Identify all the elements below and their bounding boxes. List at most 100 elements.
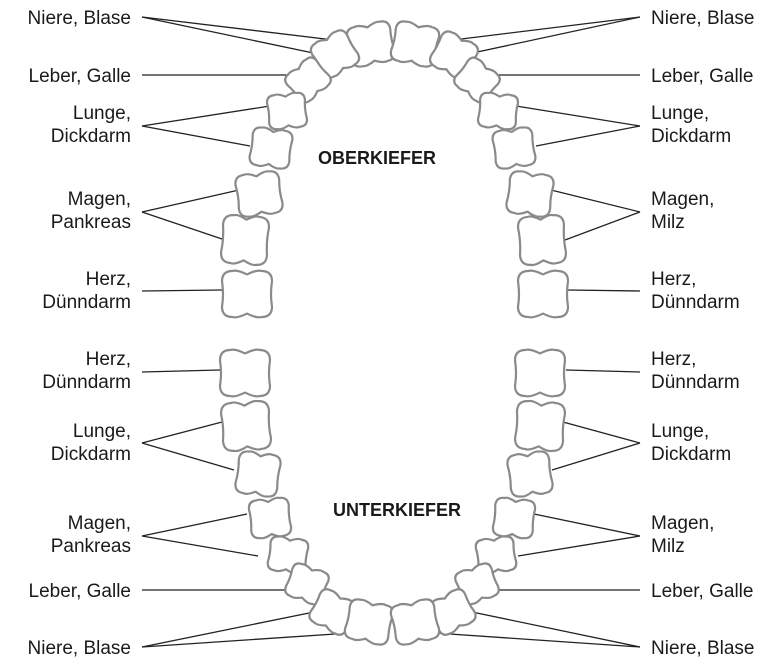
right-connector-4-1: [550, 189, 641, 213]
left-label-8: Magen,Pankreas: [51, 513, 131, 557]
upper-right-tooth-6: [505, 170, 555, 218]
left-label-3-line-1: Lunge,: [73, 103, 131, 124]
left-connector-7-2: [141, 442, 235, 471]
connector-lines: [141, 16, 641, 648]
left-label-5: Herz,Dünndarm: [42, 269, 131, 313]
right-label-3: Lunge,Dickdarm: [651, 103, 731, 147]
upper-right-tooth-8: [516, 269, 570, 319]
left-connector-3-1: [141, 105, 271, 127]
lower-right-tooth-3: [506, 450, 554, 498]
left-connector-4-1: [141, 189, 240, 213]
right-connector-6-1: [565, 369, 641, 373]
upper-jaw-title: OBERKIEFER: [318, 148, 436, 168]
right-connector-3-2: [535, 125, 641, 147]
lower-right-tooth-8: [389, 598, 441, 646]
left-label-8-line-1: Magen,: [68, 513, 131, 534]
lower-left-tooth-1: [218, 348, 272, 398]
left-label-2-line-1: Leber, Galle: [29, 66, 131, 87]
left-label-3-line-2: Dickdarm: [51, 126, 131, 147]
right-label-5: Herz,Dünndarm: [651, 269, 740, 313]
right-label-9: Leber, Galle: [651, 581, 753, 602]
teeth: [218, 20, 570, 646]
right-label-3-line-1: Lunge,: [651, 103, 709, 124]
right-label-6-line-2: Dünndarm: [651, 372, 740, 393]
left-label-6-line-2: Dünndarm: [42, 372, 131, 393]
lower-jaw-title: UNTERKIEFER: [333, 500, 461, 520]
lower-right-tooth-2: [514, 399, 566, 453]
left-label-7-line-2: Dickdarm: [51, 444, 131, 465]
right-connector-1-2: [467, 16, 641, 55]
right-label-9-line-1: Leber, Galle: [651, 581, 753, 602]
left-connector-7-1: [141, 421, 223, 444]
lower-left-tooth-3: [234, 450, 282, 498]
right-connector-8-2: [517, 535, 641, 557]
left-connector-1-2: [141, 16, 319, 55]
left-label-6: Herz,Dünndarm: [42, 349, 131, 393]
lower-left-tooth-4: [247, 496, 293, 540]
upper-right-tooth-3: [453, 56, 501, 104]
left-label-4-line-1: Magen,: [68, 189, 131, 210]
right-label-7-line-1: Lunge,: [651, 421, 709, 442]
left-connector-8-1: [141, 513, 248, 537]
left-label-5-line-2: Dünndarm: [42, 292, 131, 313]
right-label-7-line-2: Dickdarm: [651, 444, 731, 465]
left-label-4-line-2: Pankreas: [51, 212, 131, 233]
right-label-4-line-2: Milz: [651, 212, 685, 233]
right-label-5-line-2: Dünndarm: [651, 292, 740, 313]
right-label-8-line-2: Milz: [651, 536, 685, 557]
right-label-10-line-1: Niere, Blase: [651, 638, 755, 659]
left-label-7: Lunge,Dickdarm: [51, 421, 131, 465]
left-label-3: Lunge,Dickdarm: [51, 103, 131, 147]
right-label-5-line-1: Herz,: [651, 269, 696, 290]
upper-left-tooth-8: [220, 269, 274, 319]
upper-right-tooth-4: [476, 91, 520, 131]
right-label-4-line-1: Magen,: [651, 189, 714, 210]
lower-right-tooth-4: [491, 496, 537, 540]
upper-left-tooth-5: [248, 126, 294, 170]
left-connector-5-1: [141, 289, 223, 292]
lower-left-tooth-7: [308, 588, 358, 636]
left-label-9: Leber, Galle: [29, 581, 131, 602]
upper-left-tooth-6: [234, 170, 284, 218]
lower-left-tooth-6: [284, 562, 330, 606]
right-label-1: Niere, Blase: [651, 8, 755, 29]
right-label-2-line-1: Leber, Galle: [651, 66, 753, 87]
left-label-4: Magen,Pankreas: [51, 189, 131, 233]
upper-left-tooth-7: [219, 213, 271, 267]
left-connector-6-1: [141, 369, 221, 373]
right-connector-4-2: [564, 211, 641, 241]
right-label-10: Niere, Blase: [651, 638, 755, 659]
upper-left-tooth-4: [265, 91, 309, 131]
left-connector-1-1: [141, 16, 351, 43]
right-connector-5-1: [567, 289, 641, 292]
lower-left-tooth-8: [343, 598, 395, 646]
left-label-8-line-2: Pankreas: [51, 536, 131, 557]
left-label-7-line-1: Lunge,: [73, 421, 131, 442]
left-label-5-line-1: Herz,: [86, 269, 131, 290]
left-connector-3-2: [141, 125, 251, 147]
left-connector-4-2: [141, 211, 226, 241]
upper-right-tooth-5: [491, 126, 537, 170]
left-label-1: Niere, Blase: [28, 8, 132, 29]
left-connector-8-2: [141, 535, 259, 557]
right-label-8: Magen,Milz: [651, 513, 714, 557]
right-connector-10-1: [471, 611, 641, 648]
right-connector-8-1: [533, 513, 641, 537]
right-label-7: Lunge,Dickdarm: [651, 421, 731, 465]
right-connector-7-2: [551, 442, 641, 471]
left-label-10-line-1: Niere, Blase: [28, 638, 132, 659]
right-label-4: Magen,Milz: [651, 189, 714, 233]
left-label-10: Niere, Blase: [28, 638, 132, 659]
right-label-3-line-2: Dickdarm: [651, 126, 731, 147]
right-label-1-line-1: Niere, Blase: [651, 8, 755, 29]
right-connector-1-1: [436, 16, 641, 43]
upper-right-tooth-7: [516, 213, 568, 267]
right-label-2: Leber, Galle: [651, 66, 753, 87]
left-label-2: Leber, Galle: [29, 66, 131, 87]
right-connector-3-1: [515, 105, 641, 127]
left-label-6-line-1: Herz,: [86, 349, 131, 370]
right-connector-7-1: [562, 421, 641, 444]
